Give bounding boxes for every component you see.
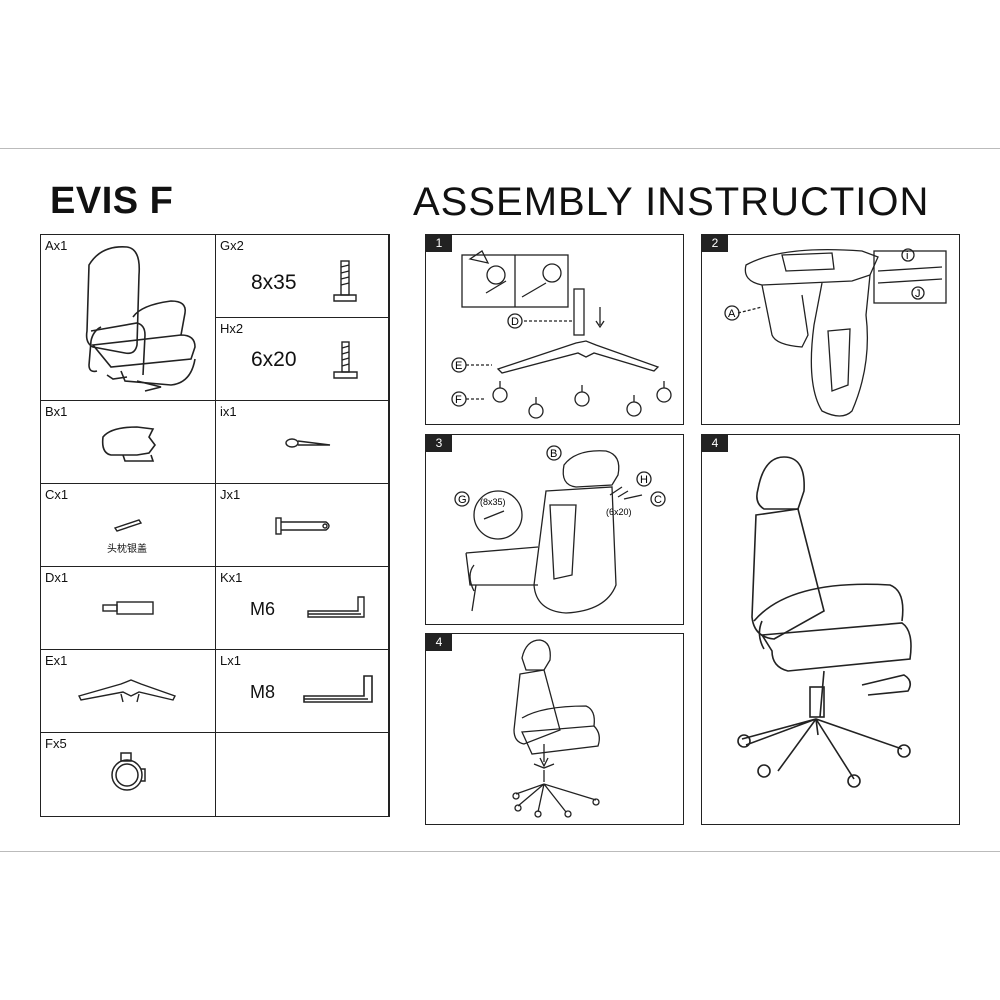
part-label: Cx1 <box>45 487 69 502</box>
brand-name: EVIS F <box>50 180 174 222</box>
bolt-icon <box>333 260 357 302</box>
step-number: 3 <box>426 435 452 452</box>
part-b-cell: Bx1 <box>41 401 216 484</box>
allen-key-icon <box>307 596 365 618</box>
callout-j: J <box>915 288 921 300</box>
cotter-pin-icon <box>285 438 331 448</box>
base-assembly-illustration: D E F <box>451 250 672 419</box>
part-c-note: 头枕银盖 <box>107 544 147 555</box>
step-4-completed-panel: 4 <box>701 434 960 825</box>
part-g-cell: Gx2 8x35 <box>216 235 389 318</box>
callout-a: A <box>728 308 736 320</box>
caster-wheel-icon <box>111 752 146 791</box>
pin-icon <box>275 517 330 535</box>
part-g-size: 8x35 <box>251 271 297 294</box>
chair-base-icon <box>77 679 176 703</box>
chair-seat-frame-icon <box>85 246 196 392</box>
bolt-icon <box>333 341 358 379</box>
part-k-cell: Kx1 M6 <box>216 567 389 650</box>
callout-g-size: (8x35) <box>480 497 506 507</box>
part-label: Jx1 <box>220 487 241 502</box>
callout-b: B <box>550 448 557 460</box>
part-f-cell: Fx5 <box>41 733 216 816</box>
part-e-cell: Ex1 <box>41 650 216 733</box>
step-1-panel: 1 D E F <box>425 234 684 425</box>
part-label: Fx5 <box>45 736 67 751</box>
completed-chair-illustration <box>737 456 912 788</box>
gas-lift-icon <box>102 601 154 615</box>
headrest-icon <box>101 426 156 462</box>
part-label: Hx2 <box>220 321 244 336</box>
step-number: 1 <box>426 235 452 252</box>
parts-list: Ax1 Gx2 8x35 H <box>40 234 390 817</box>
step-2-panel: 2 A i J <box>701 234 960 425</box>
part-label: Gx2 <box>220 238 244 253</box>
part-label: Lx1 <box>220 653 241 668</box>
callout-i: i <box>906 250 908 262</box>
document-title: ASSEMBLY INSTRUCTION <box>413 180 930 224</box>
part-label: Ex1 <box>45 653 68 668</box>
part-l-cell: Lx1 M8 <box>216 650 389 733</box>
part-c-cell: Cx1 头枕银盖 <box>41 484 216 567</box>
callout-c: C <box>654 494 662 506</box>
part-label: Kx1 <box>220 570 243 585</box>
part-d-cell: Dx1 <box>41 567 216 650</box>
callout-d: D <box>511 316 519 328</box>
step-number: 2 <box>702 235 728 252</box>
part-label: Dx1 <box>45 570 69 585</box>
step-number: 4 <box>426 634 452 651</box>
part-label: ix1 <box>220 404 237 419</box>
part-i-cell: ix1 <box>216 401 389 484</box>
part-j-cell: Jx1 <box>216 484 389 567</box>
step-number: 4 <box>702 435 728 452</box>
callout-h-size: (6x20) <box>606 507 632 517</box>
part-a-cell: Ax1 <box>41 235 216 401</box>
callout-h: H <box>640 474 648 486</box>
part-label: Ax1 <box>45 238 68 253</box>
callout-e: E <box>455 360 462 372</box>
part-l-size: M8 <box>250 682 276 702</box>
step-4-panel: 4 <box>425 633 684 825</box>
part-h-cell: Hx2 6x20 <box>216 318 389 401</box>
empty-cell <box>216 733 389 816</box>
headrest-cover-icon <box>113 519 143 532</box>
seat-mechanism-illustration: A i J <box>724 248 947 417</box>
callout-f: F <box>455 394 462 406</box>
headrest-assembly-illustration: B G (8x35) H C (6x20) <box>454 445 666 614</box>
part-k-size: M6 <box>250 599 276 619</box>
allen-key-icon <box>303 675 373 703</box>
part-label: Bx1 <box>45 404 68 419</box>
step-3-panel: 3 B G (8x35) H C (6x20) <box>425 434 684 625</box>
instruction-sheet <box>0 148 1000 852</box>
chair-to-base-illustration <box>512 639 600 818</box>
callout-g: G <box>458 494 467 506</box>
part-h-size: 6x20 <box>251 348 297 371</box>
